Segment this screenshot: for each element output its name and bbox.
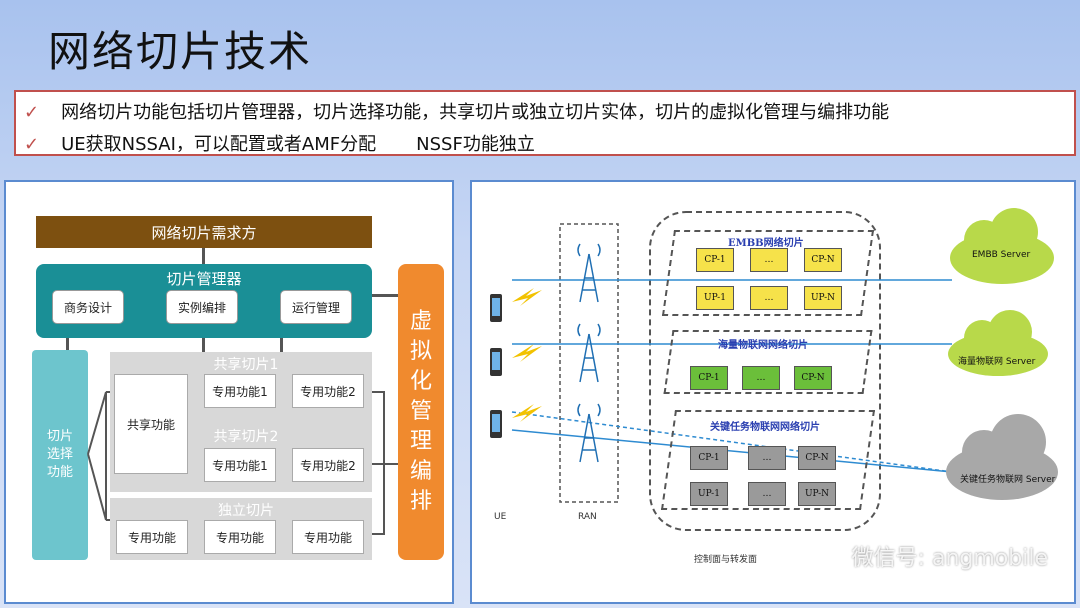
- massive-iot-server-label: 海量物联网 Server: [958, 357, 1036, 367]
- core-box: [649, 211, 881, 531]
- slice-manager-title: 切片管理器: [166, 270, 242, 288]
- upn-cell: UP-N: [804, 286, 842, 310]
- bullet-text: UE获取NSSAI，可以配置或者AMF分配 NSSF功能独立: [61, 134, 535, 155]
- critical-iot-server-label: 关键任务物联网 Server: [960, 475, 1056, 485]
- cp1-cell: CP-1: [690, 446, 728, 470]
- vchar: 理: [409, 429, 432, 454]
- cp1-cell: CP-1: [690, 366, 728, 390]
- bullet-1: ✓ 网络切片功能包括切片管理器，切片选择功能，共享切片或独立切片实体，切片的虚拟化…: [24, 98, 889, 124]
- cpn-cell: CP-N: [798, 446, 836, 470]
- sel-line: 选择: [46, 447, 73, 462]
- check-icon: ✓: [24, 102, 40, 123]
- antenna-icon: [577, 243, 601, 463]
- connector: [280, 338, 283, 352]
- ran-label: RAN: [578, 512, 597, 522]
- dedicated-function-box: 专用功能: [204, 520, 276, 554]
- dedicated-function-box: 专用功能: [116, 520, 188, 554]
- business-design-box: 商务设计: [52, 290, 124, 324]
- ran-box: [559, 223, 619, 503]
- dedicated-function-box: 专用功能1: [204, 374, 276, 408]
- slice-selection-function-box: 切片 选择 功能: [32, 350, 88, 560]
- network-slice-topology-diagram: EMBB网络切片 CP-1 … CP-N UP-1 … UP-N 海量物联网网络…: [470, 180, 1076, 604]
- slice-architecture-diagram: 网络切片需求方 切片管理器 商务设计 实例编排 运行管理 虚 拟 化 管 理 编…: [4, 180, 454, 604]
- instance-orchestration-box: 实例编排: [166, 290, 238, 324]
- bracket-lines: [87, 391, 398, 535]
- dedicated-function-box: 专用功能: [292, 520, 364, 554]
- bullet-2: ✓ UE获取NSSAI，可以配置或者AMF分配 NSSF功能独立: [24, 130, 535, 156]
- operation-management-box: 运行管理: [280, 290, 352, 324]
- vchar: 虚: [409, 309, 432, 334]
- wireless-signal-icon: [512, 288, 542, 422]
- shared-slice-2-title: 共享切片2: [213, 429, 279, 445]
- dedicated-function-box: 专用功能2: [292, 448, 364, 482]
- embb-server-label: EMBB Server: [972, 250, 1031, 260]
- bullet-box: ✓ 网络切片功能包括切片管理器，切片选择功能，共享切片或独立切片实体，切片的虚拟化…: [14, 90, 1076, 156]
- demand-side-box: 网络切片需求方: [36, 216, 372, 248]
- ellipsis-cell: …: [750, 248, 788, 272]
- connector: [202, 248, 205, 264]
- cpn-cell: CP-N: [804, 248, 842, 272]
- phone-icon: [490, 294, 502, 438]
- bullet-text: 网络切片功能包括切片管理器，切片选择功能，共享切片或独立切片实体，切片的虚拟化管…: [61, 102, 890, 123]
- page-title: 网络切片技术: [48, 27, 313, 76]
- upn-cell: UP-N: [798, 482, 836, 506]
- vchar: 排: [409, 489, 432, 514]
- dedicated-function-box: 专用功能2: [292, 374, 364, 408]
- virtualization-management-box: 虚 拟 化 管 理 编 排: [398, 264, 444, 560]
- connector: [66, 338, 69, 350]
- cp1-cell: CP-1: [696, 248, 734, 272]
- independent-slice-title: 独立切片: [218, 503, 274, 519]
- sel-line: 功能: [46, 465, 73, 480]
- vchar: 拟: [409, 339, 432, 364]
- topology-lines: [490, 208, 1058, 531]
- ue-label: UE: [494, 512, 507, 522]
- connector: [372, 294, 398, 297]
- embb-slice-title: EMBB网络切片: [728, 238, 804, 249]
- cpn-cell: CP-N: [794, 366, 832, 390]
- connector: [202, 338, 205, 352]
- massive-iot-slice-title: 海量物联网网络切片: [718, 340, 808, 351]
- ellipsis-cell: …: [742, 366, 780, 390]
- ellipsis-cell: …: [750, 286, 788, 310]
- check-icon: ✓: [24, 134, 40, 155]
- dedicated-function-box: 专用功能1: [204, 448, 276, 482]
- up1-cell: UP-1: [690, 482, 728, 506]
- shared-slice-1-title: 共享切片1: [213, 357, 279, 373]
- ellipsis-cell: …: [748, 482, 786, 506]
- shared-function-box: 共享功能: [114, 374, 188, 474]
- vchar: 编: [409, 459, 432, 484]
- cloud-icon: [946, 208, 1058, 500]
- watermark: 微信号: angmobile: [851, 546, 1048, 571]
- critical-iot-slice-title: 关键任务物联网网络切片: [710, 422, 820, 433]
- up1-cell: UP-1: [696, 286, 734, 310]
- sel-line: 切片: [46, 429, 73, 444]
- caption-label: 控制面与转发面: [694, 555, 758, 565]
- vchar: 管: [409, 399, 432, 424]
- ellipsis-cell: …: [748, 446, 786, 470]
- vchar: 化: [409, 369, 432, 394]
